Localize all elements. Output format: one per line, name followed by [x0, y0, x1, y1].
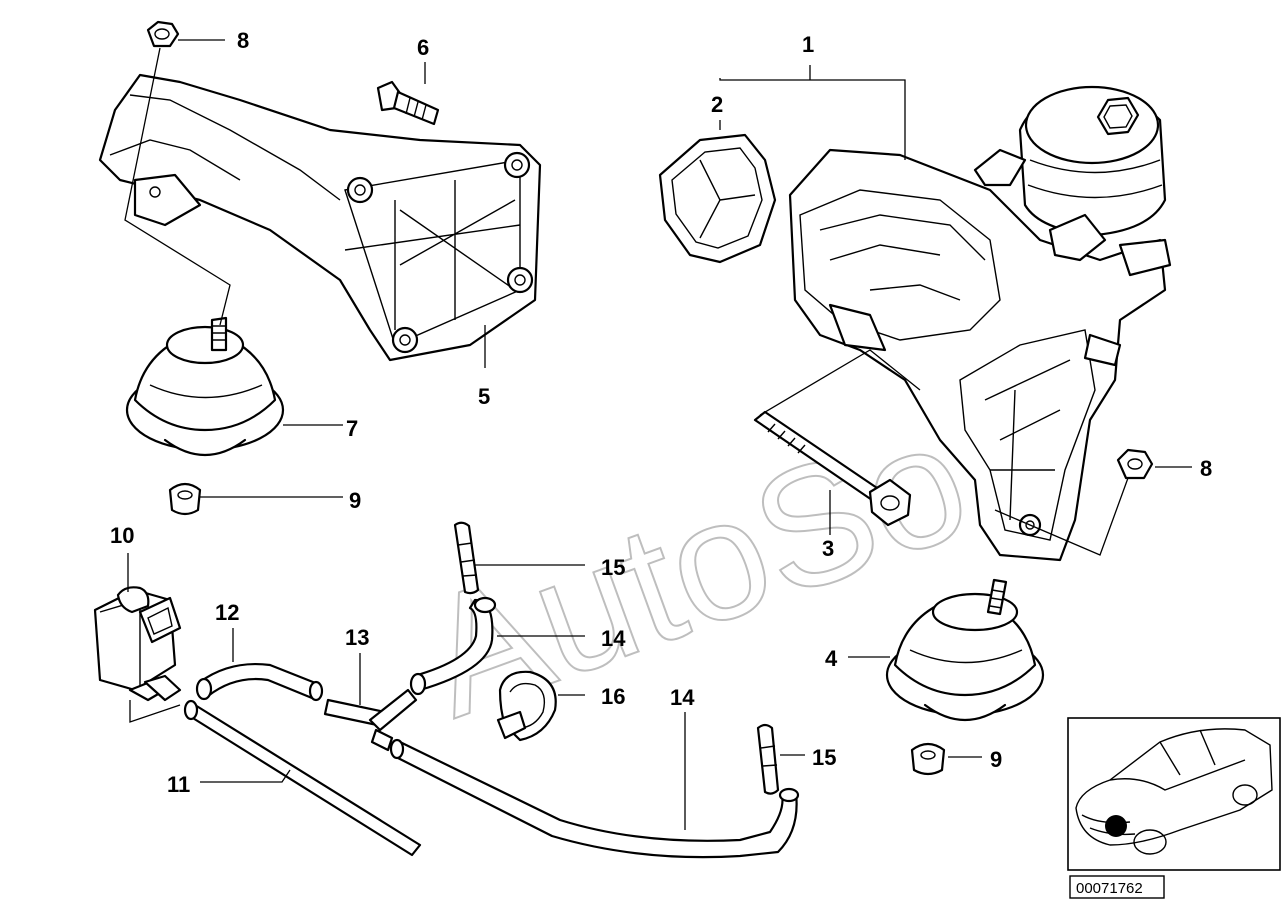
leader-lines	[124, 39, 1192, 830]
hex-nut-right	[1116, 448, 1154, 480]
callout-1: 1	[802, 32, 814, 57]
callout-6: 6	[417, 35, 429, 60]
callout-12: 12	[215, 600, 239, 625]
document-number: 00071762	[1076, 880, 1143, 897]
t-connector	[323, 688, 418, 752]
callout-8-top: 8	[237, 28, 249, 53]
callout-11: 11	[167, 772, 190, 797]
hex-nut-top-left	[146, 20, 180, 48]
mount-grommet-left	[168, 482, 202, 516]
callout-15-lower: 15	[812, 745, 836, 770]
document-number-box: 00071762	[1069, 875, 1165, 899]
callout-14-lower: 14	[670, 685, 695, 710]
oil-filter-cap	[973, 85, 1172, 277]
callout-16: 16	[601, 684, 625, 709]
vacuum-hose-short	[195, 663, 324, 702]
vacuum-hose-lower	[389, 738, 800, 859]
hose-clamp	[496, 670, 557, 742]
callout-3: 3	[822, 536, 834, 561]
vacuum-hose-upper	[409, 596, 497, 696]
engine-mount-left	[125, 316, 285, 457]
callout-labels: 8 6 1 2 5 7 9 3 8 10 15 12 13 14 16 4 14…	[110, 28, 1212, 797]
callout-4: 4	[825, 646, 838, 671]
callout-8-right: 8	[1200, 456, 1212, 481]
callout-15-upper: 15	[601, 555, 625, 580]
callout-5: 5	[478, 384, 490, 409]
callout-9-right: 9	[990, 747, 1002, 772]
callout-14-upper: 14	[601, 626, 626, 651]
mount-grommet-right	[910, 742, 946, 776]
callout-9-left: 9	[349, 488, 361, 513]
callout-7: 7	[346, 416, 358, 441]
hose-connector-upper	[453, 521, 480, 595]
engine-mount-right	[885, 578, 1045, 722]
solenoid-valve	[93, 586, 182, 702]
gasket	[658, 133, 777, 264]
location-marker	[1105, 815, 1127, 837]
callout-2: 2	[711, 92, 723, 117]
hose-connector-lower	[756, 723, 780, 795]
callout-13: 13	[345, 625, 369, 650]
engine-support-bracket	[98, 73, 542, 362]
hex-bolt	[376, 80, 440, 126]
callout-10: 10	[110, 523, 134, 548]
vacuum-hose-long	[183, 699, 422, 857]
car-location-inset	[1067, 717, 1281, 871]
